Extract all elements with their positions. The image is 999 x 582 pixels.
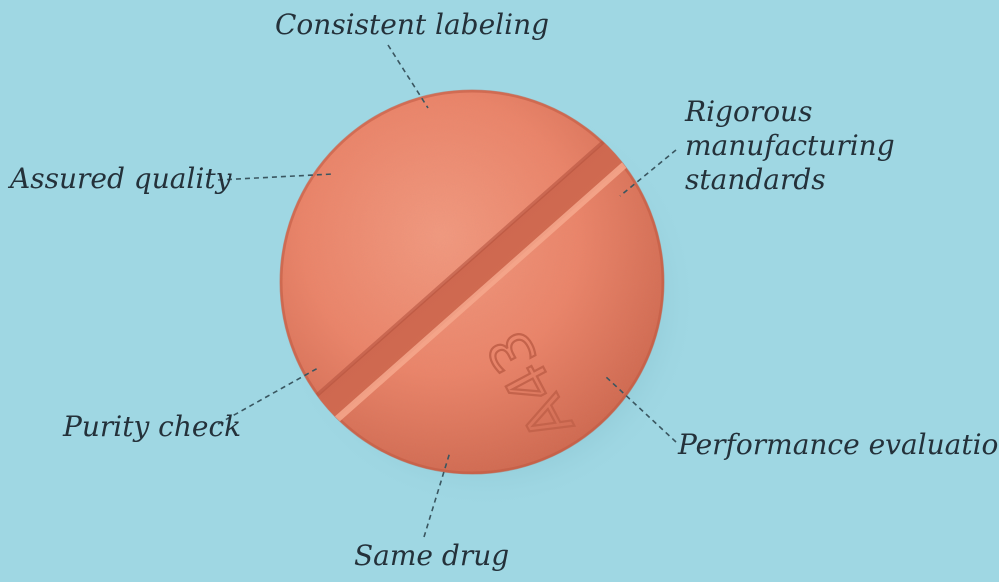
label-consistent-labeling: Consistent labeling bbox=[275, 8, 549, 42]
label-same-drug: Same drug bbox=[354, 539, 509, 573]
label-assured-quality: Assured quality bbox=[10, 162, 231, 196]
label-purity-check: Purity check bbox=[63, 410, 241, 444]
label-performance-evaluation: Performance evaluation bbox=[678, 428, 999, 462]
label-rigorous-line-1: Rigorous manufacturing bbox=[685, 95, 999, 163]
callout-line-consistent-labeling bbox=[388, 45, 428, 108]
label-rigorous-line-2: standards bbox=[685, 163, 999, 197]
label-rigorous-manufacturing-standards: Rigorous manufacturing standards bbox=[685, 95, 999, 197]
tablet: A43 bbox=[280, 90, 664, 474]
